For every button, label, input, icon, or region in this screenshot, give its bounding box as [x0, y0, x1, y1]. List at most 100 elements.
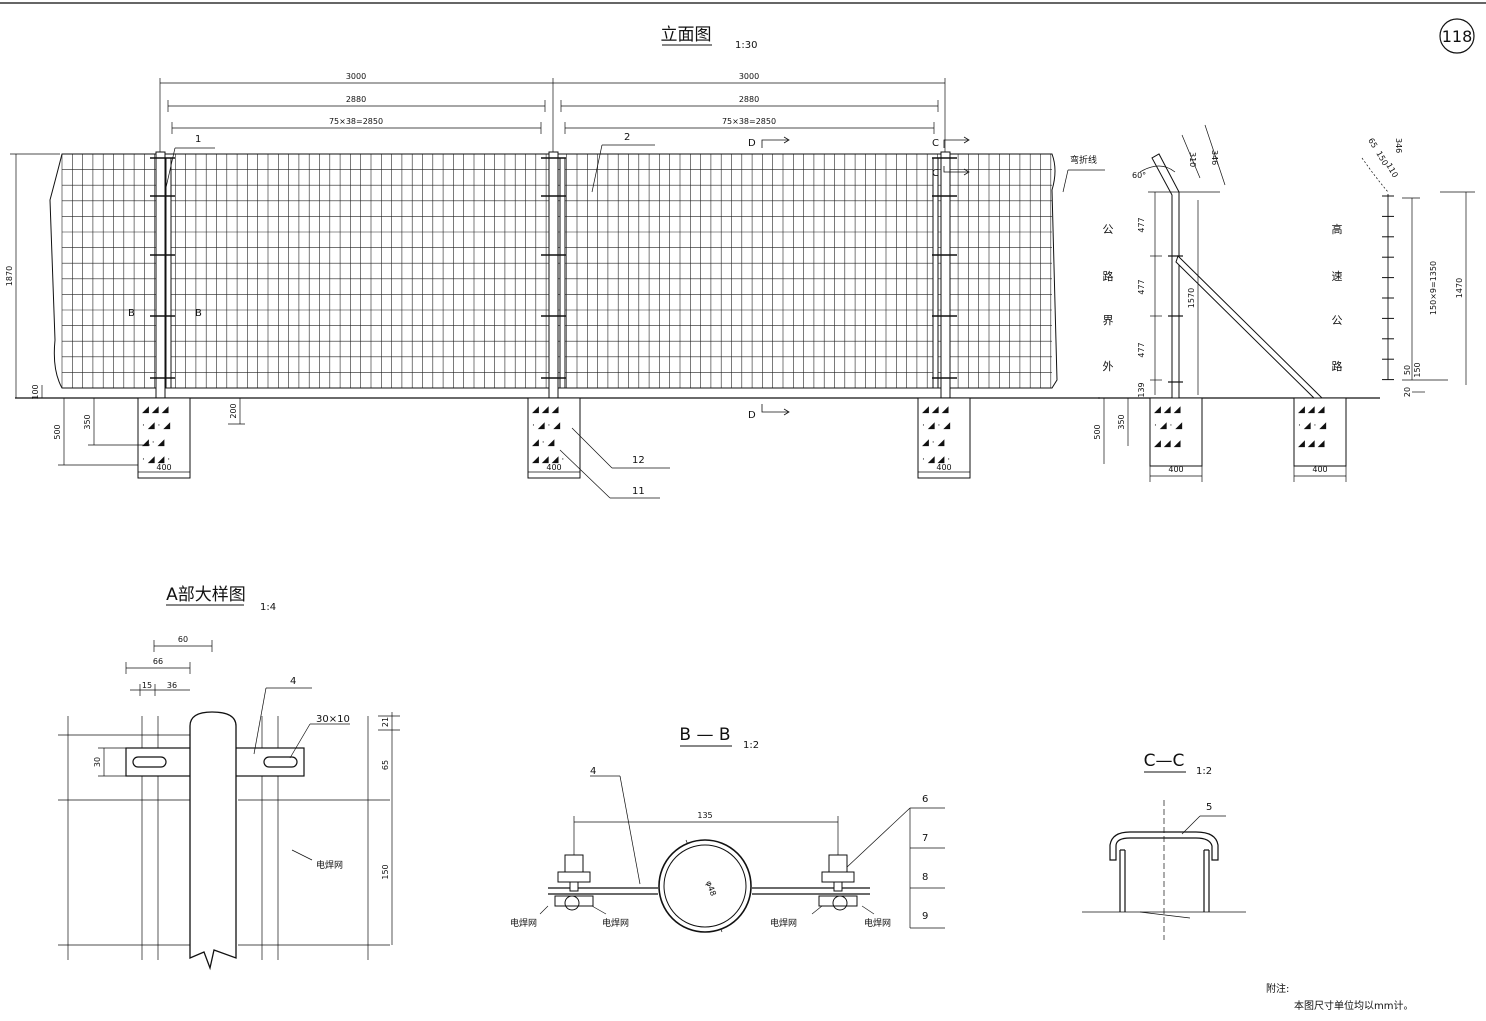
- svg-text:C: C: [932, 138, 939, 149]
- svg-text:200: 200: [229, 403, 238, 418]
- svg-text:50: 50: [1403, 365, 1412, 375]
- svg-text:外: 外: [1103, 360, 1114, 373]
- svg-text:A部大样图: A部大样图: [166, 585, 246, 605]
- svg-text:· ◢ ◢ ·: · ◢ ◢ ·: [922, 455, 950, 465]
- svg-text:477: 477: [1137, 279, 1146, 294]
- dim-mesh-right: 75×38=2850: [722, 117, 776, 126]
- svg-text:电焊网: 电焊网: [316, 859, 343, 871]
- svg-text:◢ ◢ ◢: ◢ ◢ ◢: [1298, 439, 1325, 449]
- notes-heading: 附注:: [1266, 984, 1290, 995]
- svg-text:电焊网: 电焊网: [770, 917, 797, 929]
- notes-line1: 本图尺寸单位均以mm计。: [1294, 1001, 1414, 1012]
- detail-a-view: A部大样图 1:4: [58, 585, 400, 971]
- section-cc-view: C—C 1:2 5: [1082, 751, 1246, 940]
- svg-text:350: 350: [1117, 414, 1126, 429]
- svg-text:7: 7: [922, 833, 928, 844]
- svg-text:135: 135: [697, 811, 712, 820]
- svg-text:· ◢ · ◢: · ◢ · ◢: [1298, 421, 1326, 431]
- svg-text:弯折线: 弯折线: [1070, 154, 1097, 166]
- elevation-scale: 1:30: [735, 40, 757, 51]
- svg-text:◢ · ◢: ◢ · ◢: [532, 438, 555, 448]
- svg-text:500: 500: [53, 424, 62, 439]
- svg-text:界: 界: [1103, 314, 1114, 327]
- svg-text:139: 139: [1137, 382, 1146, 397]
- svg-text:B: B: [128, 308, 135, 319]
- svg-text:60: 60: [178, 635, 188, 644]
- svg-text:400: 400: [1312, 465, 1327, 474]
- svg-text:100: 100: [31, 384, 40, 399]
- svg-text:· ◢ · ◢: · ◢ · ◢: [1154, 421, 1182, 431]
- svg-text:高: 高: [1332, 222, 1343, 236]
- svg-text:8: 8: [922, 872, 928, 883]
- side-view: ◢ ◢ ◢· ◢ · ◢◢ ◢ ◢ ◢ ◢ ◢· ◢ · ◢◢ ◢ ◢ 60° …: [1093, 124, 1475, 482]
- svg-text:D: D: [748, 410, 756, 421]
- svg-text:15: 15: [142, 681, 152, 690]
- svg-text:· ◢ · ◢: · ◢ · ◢: [922, 421, 950, 431]
- svg-text:· ◢ · ◢: · ◢ · ◢: [532, 421, 560, 431]
- svg-text:◢ ◢ ◢: ◢ ◢ ◢: [922, 405, 949, 415]
- svg-text:500: 500: [1093, 424, 1102, 439]
- svg-text:20: 20: [1403, 387, 1412, 397]
- svg-text:电焊网: 电焊网: [602, 917, 629, 929]
- svg-text:电焊网: 电焊网: [864, 917, 891, 929]
- svg-text:65: 65: [1366, 137, 1379, 150]
- elevation-title: 立面图: [661, 25, 712, 45]
- svg-text:12: 12: [632, 455, 645, 466]
- svg-text:9: 9: [922, 911, 928, 922]
- dim-mesh-left: 75×38=2850: [329, 117, 383, 126]
- svg-text:1870: 1870: [5, 266, 14, 286]
- svg-text:150: 150: [381, 864, 390, 879]
- svg-text:66: 66: [153, 657, 163, 666]
- svg-text:◢ ◢ ◢: ◢ ◢ ◢: [142, 405, 169, 415]
- svg-text:477: 477: [1137, 217, 1146, 232]
- svg-text:118: 118: [1442, 27, 1473, 46]
- svg-text:1: 1: [195, 134, 201, 145]
- svg-text:150: 150: [1413, 362, 1422, 377]
- dim-span-right: 3000: [739, 72, 759, 81]
- svg-text:65: 65: [381, 760, 390, 770]
- svg-text:346: 346: [1394, 138, 1403, 153]
- svg-text:4: 4: [290, 676, 296, 687]
- svg-text:路: 路: [1103, 270, 1114, 283]
- svg-text:1:2: 1:2: [1196, 766, 1212, 777]
- svg-text:21: 21: [381, 717, 390, 727]
- svg-text:477: 477: [1137, 342, 1146, 357]
- svg-text:◢ ◢ ◢: ◢ ◢ ◢: [1154, 439, 1181, 449]
- elevation-view: 立面图 1:30 3000 3000 2880 2880 75×38=2850: [5, 25, 1105, 499]
- svg-text:公: 公: [1103, 223, 1114, 236]
- svg-text:◢ ◢ ◢: ◢ ◢ ◢: [1154, 405, 1181, 415]
- svg-text:1:4: 1:4: [260, 602, 276, 613]
- dim-span-left: 3000: [346, 72, 366, 81]
- svg-text:◢ ◢ ◢: ◢ ◢ ◢: [532, 405, 559, 415]
- footings: [137, 397, 971, 479]
- svg-text:◢ ◢ ◢ ·: ◢ ◢ ◢ ·: [532, 455, 564, 465]
- svg-text:◢ · ◢: ◢ · ◢: [142, 438, 165, 448]
- svg-text:路: 路: [1332, 360, 1343, 373]
- svg-text:30: 30: [93, 757, 102, 767]
- svg-text:4: 4: [590, 766, 596, 777]
- svg-text:电焊网: 电焊网: [510, 917, 537, 929]
- svg-text:D: D: [748, 138, 756, 149]
- svg-text:5: 5: [1206, 802, 1212, 813]
- svg-text:公: 公: [1332, 314, 1343, 327]
- svg-text:400: 400: [936, 463, 951, 472]
- svg-text:36: 36: [167, 681, 177, 690]
- svg-text:60°: 60°: [1132, 171, 1146, 180]
- svg-text:2: 2: [624, 132, 630, 143]
- svg-text:6: 6: [922, 794, 928, 805]
- svg-text:B: B: [195, 308, 202, 319]
- section-bb-view: B — B 1:2: [510, 725, 945, 933]
- svg-text:350: 350: [83, 414, 92, 429]
- svg-text:速: 速: [1332, 270, 1343, 283]
- svg-text:C: C: [932, 168, 939, 179]
- svg-text:1570: 1570: [1187, 288, 1196, 308]
- svg-text:346: 346: [1210, 150, 1219, 165]
- svg-text:· ◢ ◢ ·: · ◢ ◢ ·: [142, 455, 170, 465]
- svg-text:150×9=1350: 150×9=1350: [1429, 261, 1438, 315]
- svg-text:30×10: 30×10: [316, 714, 350, 725]
- svg-text:400: 400: [1168, 465, 1183, 474]
- svg-text:· ◢ · ◢: · ◢ · ◢: [142, 421, 170, 431]
- svg-text:310: 310: [1188, 152, 1197, 167]
- svg-text:110: 110: [1384, 162, 1399, 180]
